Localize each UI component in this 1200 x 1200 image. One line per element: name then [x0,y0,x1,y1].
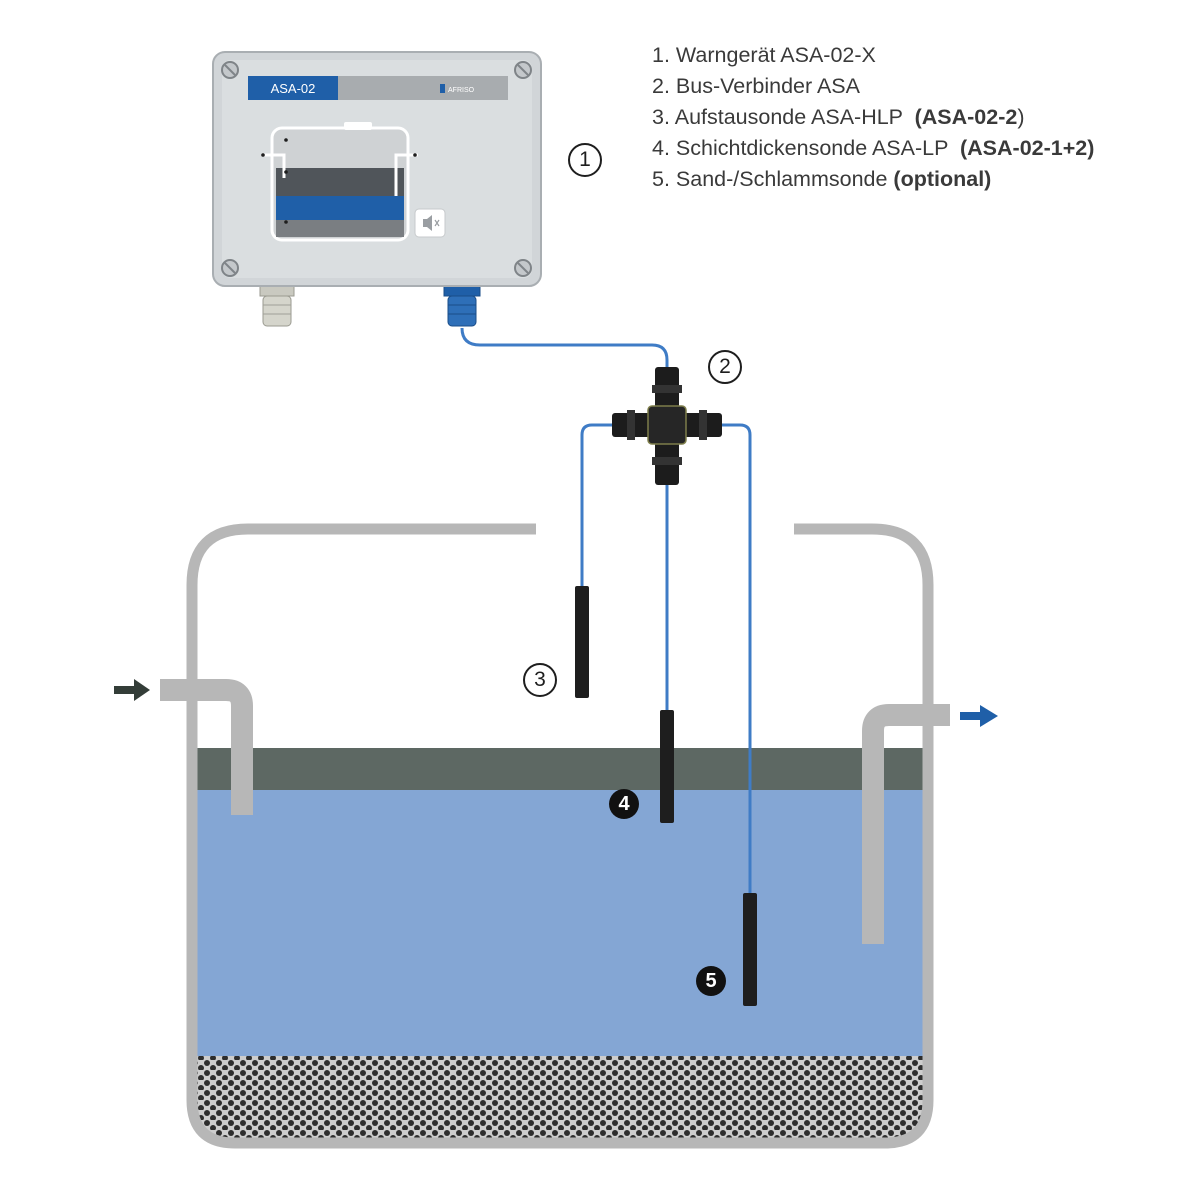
outlet-arrow-icon [960,705,998,727]
marker-2: 2 [708,350,742,384]
cable-gland-right [443,281,481,327]
device-brand-label: AFRISO [448,87,475,94]
water-layer [192,790,928,1058]
marker-5: 5 [696,966,726,996]
cables [460,327,752,895]
bus-connector [612,367,722,485]
legend-number: 4. [652,136,670,160]
device-model-panel [248,76,338,100]
legend-item-3: 3. Aufstausonde ASA-HLP (ASA-02-2) [652,102,1094,133]
tank-contents [192,748,928,1143]
legend-number: 3. [652,105,670,129]
legend-bold: (ASA-02-2 [914,105,1018,129]
inlet-arrow-icon [114,679,150,701]
legend-text: Aufstausonde ASA-HLP [674,105,915,129]
inlet-pipe [160,679,253,815]
legend-number: 5. [652,167,670,191]
legend-bold: (ASA-02-1+2) [959,136,1095,160]
marker-3: 3 [523,663,557,697]
legend-text: Warngerät ASA-02-X [675,43,876,67]
legend-text: Schichtdickensonde ASA-LP [675,136,960,160]
speaker-icon [423,215,432,231]
oil-layer [192,748,928,790]
cable-device [460,327,669,372]
warning-device: ASA-02 AFRISO [212,51,542,287]
cable-gland-left [259,281,295,327]
legend-item-1: 1. Warngerät ASA-02-X [652,40,1094,71]
legend-text: Sand-/Schlammsonde [675,167,894,191]
marker-1: 1 [568,143,602,177]
legend-number: 2. [652,74,670,98]
legend-item-4: 4. Schichtdickensonde ASA-LP (ASA-02-1+2… [652,133,1094,164]
cable-probe-5 [720,423,752,895]
cable-probe-3 [580,423,614,588]
probe-5 [743,893,757,1006]
legend-bold: (optional) [893,167,992,191]
legend-suffix: ) [1017,105,1025,129]
device-model-label: ASA-02 [271,81,316,96]
probe-3 [575,586,589,698]
probe-4 [660,710,674,823]
brand-logo-icon [440,84,445,93]
legend-item-2: 2. Bus-Verbinder ASA [652,71,1094,102]
legend: 1. Warngerät ASA-02-X 2. Bus-Verbinder A… [652,40,1094,195]
legend-item-5: 5. Sand-/Schlammsonde (optional) [652,164,1094,195]
legend-text: Bus-Verbinder ASA [675,74,860,98]
legend-number: 1. [652,43,670,67]
tank-wall [186,523,934,1149]
sediment-layer [192,1056,928,1143]
marker-4: 4 [609,789,639,819]
outlet-pipe [862,704,950,944]
